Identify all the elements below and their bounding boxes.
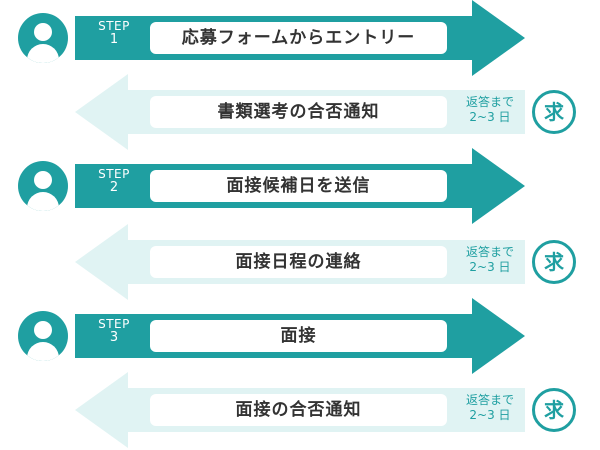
step-2-action: 面接候補日を送信 xyxy=(150,170,447,202)
step-2-label: STEP 2 xyxy=(98,167,130,195)
company-badge-icon: 求 xyxy=(532,90,576,134)
company-badge-icon: 求 xyxy=(532,388,576,432)
response-3-reply-time: 返答まで 2~3 日 xyxy=(465,393,514,422)
step-3-action: 面接 xyxy=(150,320,447,352)
response-2-reply-time: 返答まで 2~3 日 xyxy=(465,245,514,274)
response-2-text: 面接日程の連絡 xyxy=(150,246,447,278)
person-icon xyxy=(18,311,68,361)
step-1-action: 応募フォームからエントリー xyxy=(150,22,447,54)
step-1-label: STEP 1 xyxy=(98,19,130,47)
step-3-label: STEP 3 xyxy=(98,317,130,345)
response-3-text: 面接の合否通知 xyxy=(150,394,447,426)
person-icon xyxy=(18,161,68,211)
person-icon xyxy=(18,13,68,63)
response-1-reply-time: 返答まで 2~3 日 xyxy=(465,95,514,124)
response-1-text: 書類選考の合否通知 xyxy=(150,96,447,128)
company-badge-icon: 求 xyxy=(532,240,576,284)
